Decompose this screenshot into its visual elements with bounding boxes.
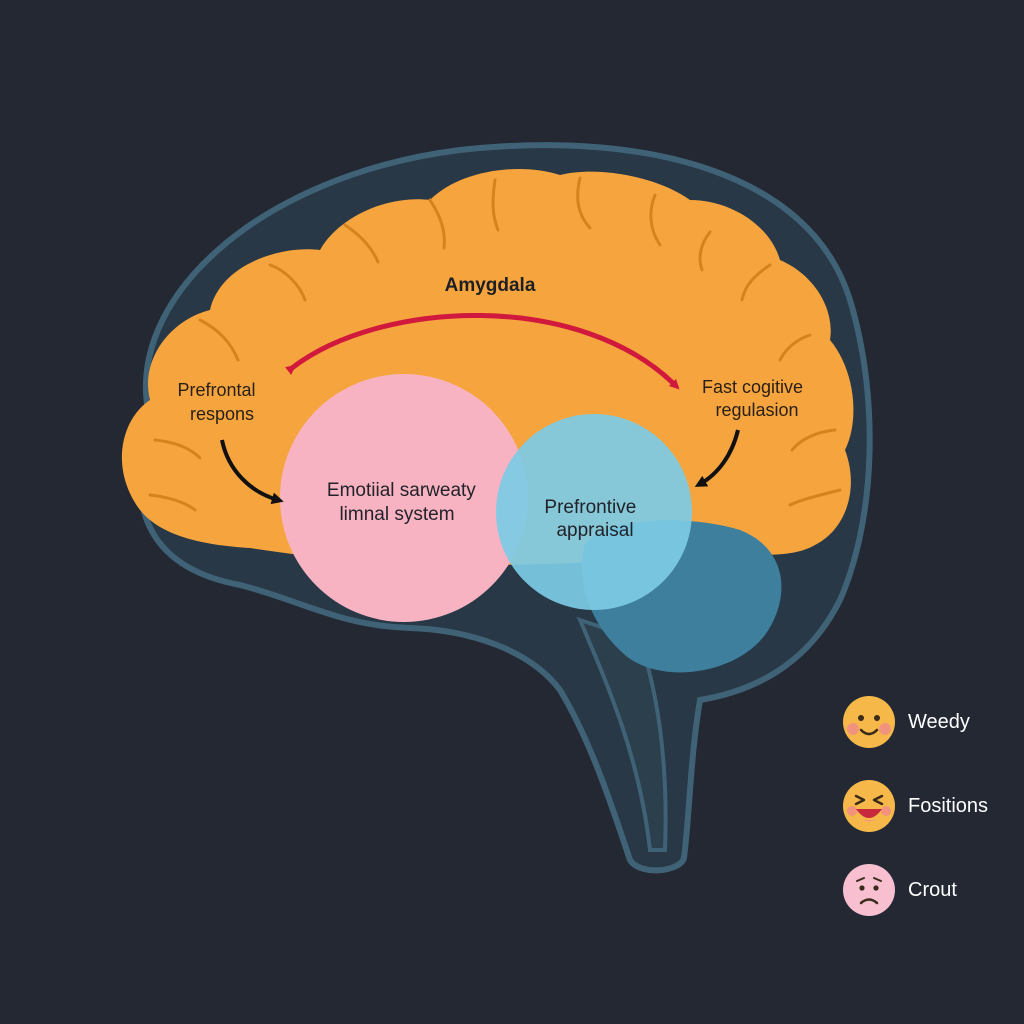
appraisal-circle-label: Prefrontive appraisal xyxy=(544,497,641,541)
right-black-arrow xyxy=(694,429,740,487)
appraisal-circle-line-1: Prefrontive xyxy=(544,497,636,518)
emotional-circle xyxy=(280,374,528,622)
legend-item: Crout xyxy=(842,862,1012,918)
emotional-circle-line-1: Emotiial sarweaty xyxy=(327,480,476,501)
amygdala-label: Amygdala xyxy=(445,275,536,296)
brain-stem xyxy=(576,616,668,852)
right-label: Fast cogitive regulasion xyxy=(702,377,808,420)
laughing-face-icon xyxy=(843,780,895,832)
right-label-line-1: Fast cogitive xyxy=(702,377,803,397)
worried-face-icon xyxy=(843,864,895,916)
legend-label: Crout xyxy=(908,878,957,901)
appraisal-circle xyxy=(496,414,692,610)
emotional-circle-line-2: limnal system xyxy=(339,504,454,525)
amygdala-arrow xyxy=(284,313,680,390)
left-black-arrow xyxy=(220,439,284,505)
emotion-legend: Weedy Fositions Crout xyxy=(842,694,1012,946)
appraisal-circle-line-2: appraisal xyxy=(556,520,633,541)
gyri-lines xyxy=(148,176,842,512)
left-label: Prefrontal respons xyxy=(177,380,260,424)
emotional-circle-label: Emotiial sarweaty limnal system xyxy=(327,480,481,525)
legend-item: Fositions xyxy=(842,778,1012,834)
smiling-face-icon xyxy=(843,696,895,748)
left-label-line-2: respons xyxy=(190,404,254,424)
left-label-line-1: Prefrontal xyxy=(177,380,255,400)
right-label-line-2: regulasion xyxy=(715,400,798,420)
legend-item: Weedy xyxy=(842,694,1012,750)
legend-label: Fositions xyxy=(908,794,989,817)
legend-label: Weedy xyxy=(908,710,970,733)
